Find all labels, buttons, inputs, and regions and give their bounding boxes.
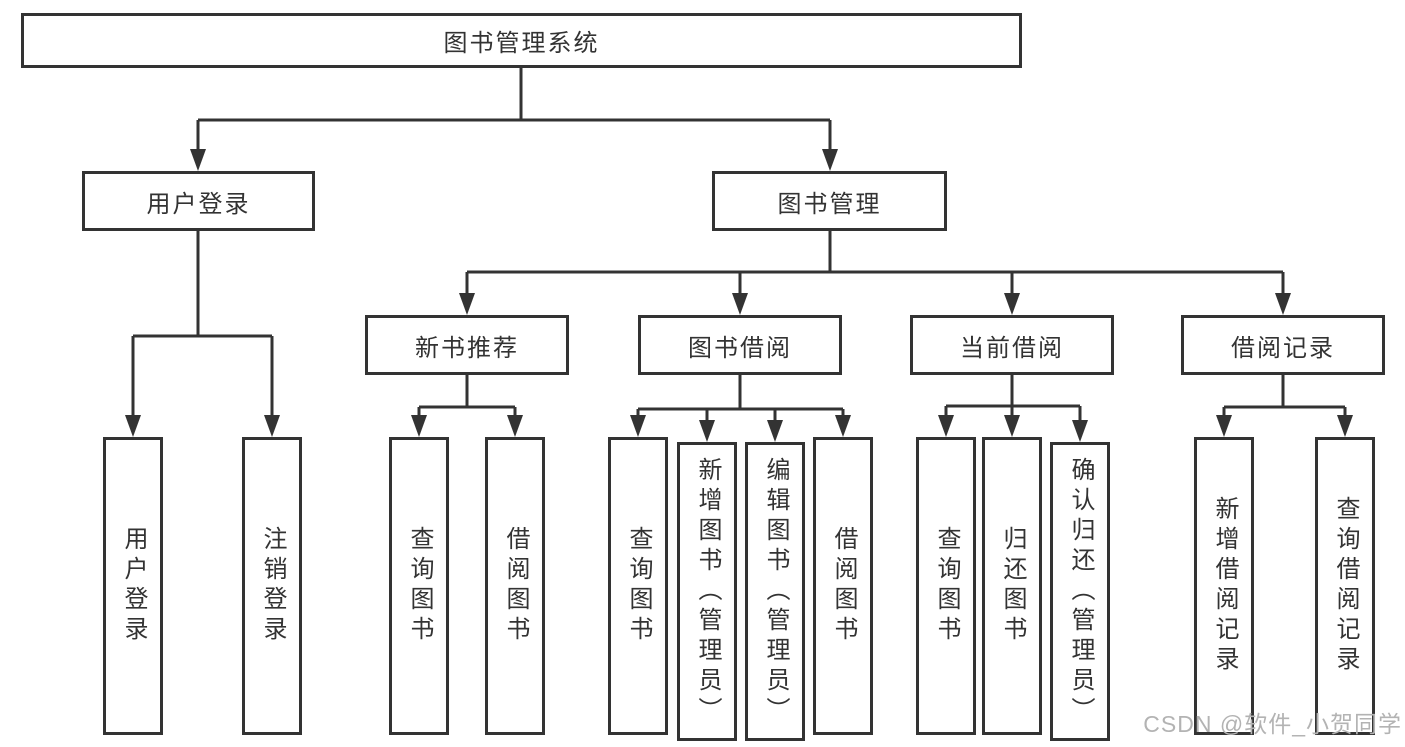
leaf-add-borrow-record: 新增借阅记录 xyxy=(1194,437,1254,735)
node-current-borrowing: 当前借阅 xyxy=(910,315,1114,375)
node-label: 借阅记录 xyxy=(1231,334,1335,362)
leaf-query-books: 查询图书 xyxy=(916,437,976,735)
leaf-query-books: 查询图书 xyxy=(608,437,668,735)
leaf-label: 查询借阅记录 xyxy=(1332,496,1359,676)
node-new-book-recommend: 新书推荐 xyxy=(365,315,569,375)
node-user-login: 用户登录 xyxy=(82,171,315,231)
leaf-query-borrow-record: 查询借阅记录 xyxy=(1315,437,1375,735)
leaf-label: 确认归还（管理员） xyxy=(1067,456,1094,727)
leaf-borrow-books: 借阅图书 xyxy=(485,437,545,735)
leaf-label: 查询图书 xyxy=(625,526,652,646)
node-borrow-records: 借阅记录 xyxy=(1181,315,1385,375)
node-label: 当前借阅 xyxy=(960,334,1064,362)
leaf-label: 借阅图书 xyxy=(830,526,857,646)
leaf-label: 用户登录 xyxy=(120,526,147,646)
leaf-label: 新增图书（管理员） xyxy=(694,456,721,727)
leaf-confirm-return-admin: 确认归还（管理员） xyxy=(1050,442,1110,741)
node-book-management: 图书管理 xyxy=(712,171,947,231)
node-label: 图书管理系统 xyxy=(443,30,600,57)
connector-paths xyxy=(131,68,1347,423)
leaf-label: 借阅图书 xyxy=(502,526,529,646)
leaf-label: 新增借阅记录 xyxy=(1211,496,1238,676)
leaf-label: 查询图书 xyxy=(406,526,433,646)
leaf-add-books-admin: 新增图书（管理员） xyxy=(677,442,737,741)
node-label: 图书管理 xyxy=(777,190,882,218)
node-label: 图书借阅 xyxy=(688,334,792,362)
leaf-borrow-books: 借阅图书 xyxy=(813,437,873,735)
leaf-user-login: 用户登录 xyxy=(103,437,163,735)
leaf-label: 编辑图书（管理员） xyxy=(762,456,789,727)
leaf-return-books: 归还图书 xyxy=(982,437,1042,735)
leaf-logout: 注销登录 xyxy=(242,437,302,735)
node-label: 用户登录 xyxy=(146,190,251,218)
node-book-borrowing: 图书借阅 xyxy=(638,315,842,375)
leaf-label: 查询图书 xyxy=(933,526,960,646)
node-label: 新书推荐 xyxy=(415,334,519,362)
node-system-root: 图书管理系统 xyxy=(21,13,1022,68)
leaf-label: 归还图书 xyxy=(999,526,1026,646)
leaf-label: 注销登录 xyxy=(259,526,286,646)
leaf-query-books: 查询图书 xyxy=(389,437,449,735)
arrowheads xyxy=(125,149,1353,442)
leaf-edit-books-admin: 编辑图书（管理员） xyxy=(745,442,805,741)
